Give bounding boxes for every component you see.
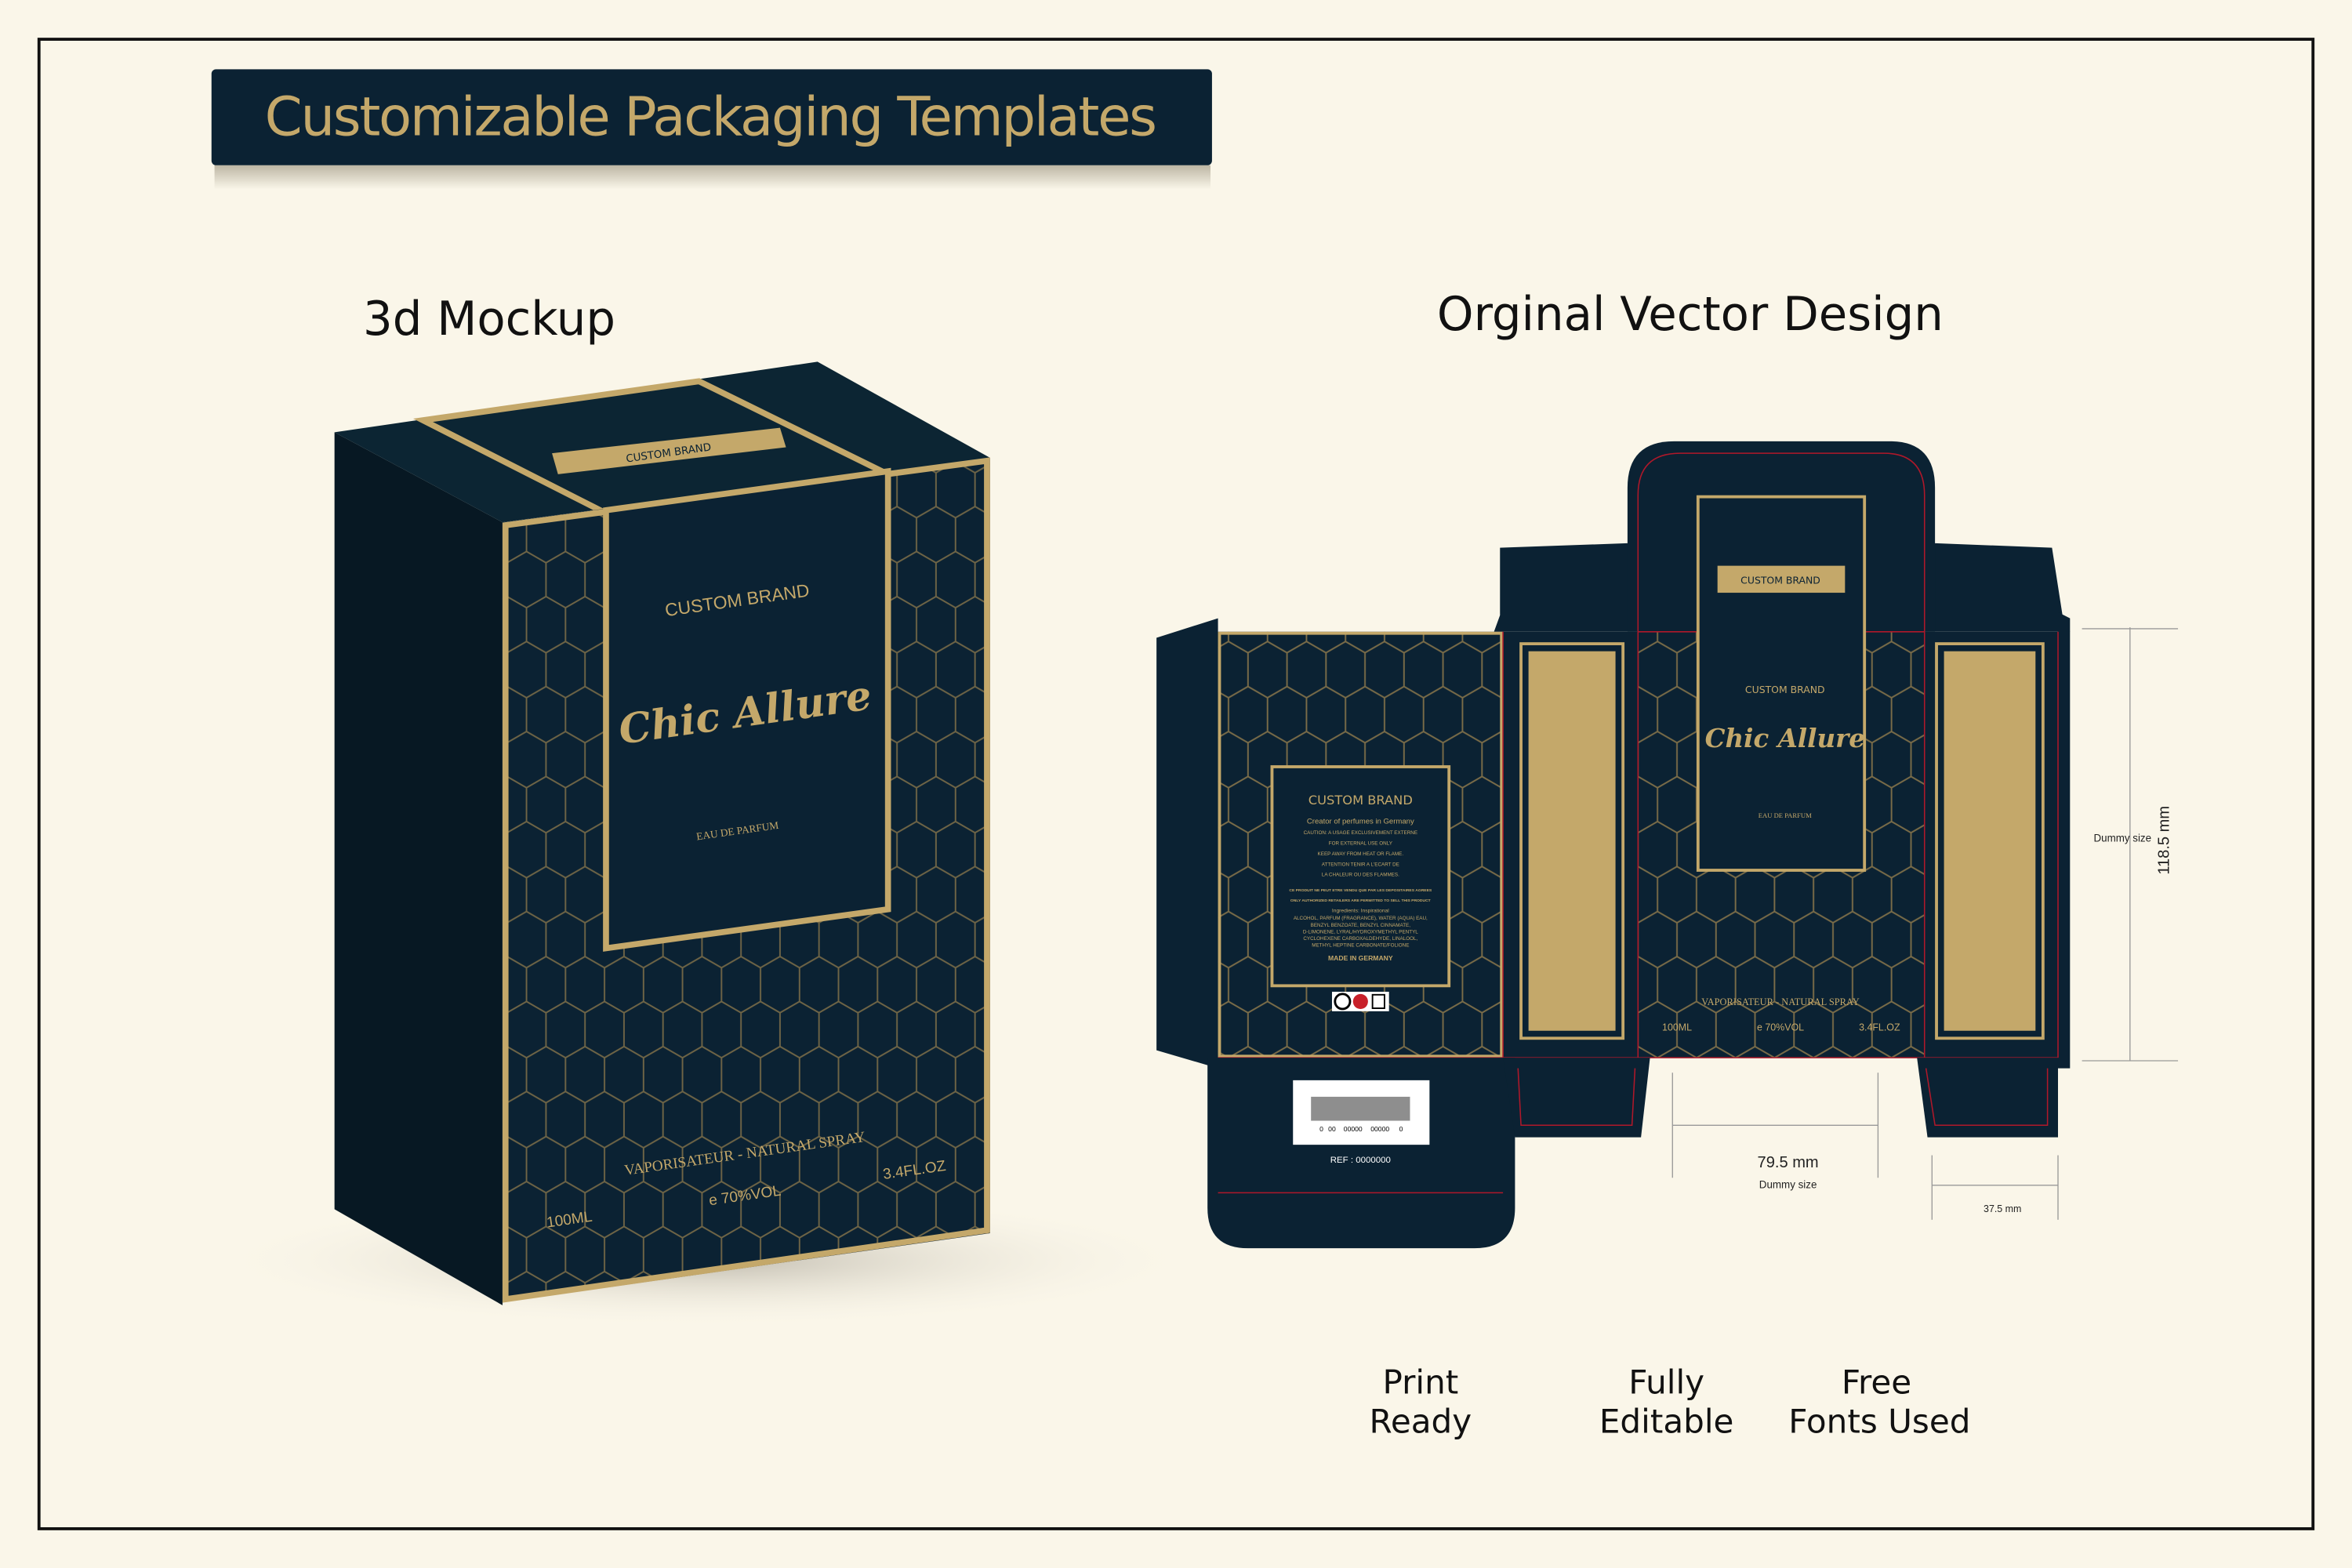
barcode-digit: 00000	[1370, 1125, 1389, 1133]
panel-spray: VAPORISATEUR - NATURAL SPRAY	[1701, 996, 1859, 1007]
panel-volume-ml: 100ML	[1662, 1022, 1692, 1033]
dust-flap-right	[1924, 543, 2071, 632]
back-line: LA CHALEUR OU DES FLAMMES.	[1322, 873, 1399, 878]
ingredients-line: D-LIMONENE, LYRAL/HYDROXYMETHYL PENTYL	[1303, 929, 1418, 935]
dieline: CUSTOM BRAND CUSTOM BRAND Chic Allure EA…	[1156, 441, 2071, 1249]
ingredients-title: Ingredients: Inspirational	[1332, 909, 1389, 914]
bottom-dust-flap-left	[1503, 1058, 1650, 1138]
box-mockup: CUSTOM BRAND CUSTOM BRAND Chic Allure EA…	[209, 361, 1200, 1328]
glue-flap	[1156, 618, 1218, 1069]
recycle-icon	[1334, 993, 1352, 1011]
barcode-digit: 00000	[1344, 1125, 1363, 1133]
box-left-face	[334, 432, 503, 1305]
label-product-name: Chic Allure	[1705, 723, 1865, 753]
back-label: CUSTOM BRAND Creator of perfumes in Germ…	[1270, 765, 1451, 988]
svg-text:Fully: Fully	[1628, 1363, 1704, 1402]
retail-line: ONLY AUTHORIZED RETAILERS ARE PERMITTED …	[1290, 898, 1431, 903]
dimensions	[1671, 627, 2179, 1220]
outer-frame	[37, 38, 2315, 1530]
title-banner: Customizable Packaging Templates	[211, 69, 1212, 190]
feature-print-ready: Print Ready	[1370, 1363, 1472, 1441]
depth-dimension: 37.5 mm	[1984, 1203, 2021, 1214]
vector-heading: Orginal Vector Design	[1437, 287, 1944, 341]
dieline-front-label	[1696, 495, 1867, 872]
back-tagline: Creator of perfumes in Germany	[1307, 818, 1414, 826]
back-line: CAUTION: A USAGE EXCLUSIVEMENT EXTERNE	[1304, 830, 1417, 836]
back-line: ATTENTION TENIR A L'ECART DE	[1322, 862, 1399, 867]
ingredients-line: CYCLOHEXENE CARBOXALDEHYDE, LINALOOL,	[1303, 936, 1417, 942]
label-type: EAU DE PARFUM	[1759, 811, 1812, 819]
ingredients-line: METHYL HEPTINE CARBONATE/FOLIONE	[1312, 943, 1409, 949]
back-line: FOR EXTERNAL USE ONLY	[1329, 840, 1393, 846]
bottom-flap	[1207, 1058, 1515, 1249]
width-dimension: 79.5 mm	[1758, 1154, 1819, 1171]
svg-text:Print: Print	[1382, 1363, 1458, 1402]
back-line: KEEP AWAY FROM HEAT OR FLAME.	[1318, 851, 1404, 857]
panel-volume-oz: 3.4FL.OZ	[1859, 1022, 1900, 1033]
feature-free-fonts: Free Fonts Used	[1788, 1363, 1970, 1441]
svg-text:Editable: Editable	[1599, 1402, 1734, 1440]
bin-icon	[1371, 993, 1385, 1009]
page-title: Customizable Packaging Templates	[265, 86, 1157, 149]
barcode-digit: 00	[1328, 1125, 1336, 1133]
barcode-digit: 0	[1319, 1125, 1323, 1133]
svg-text:Free: Free	[1842, 1363, 1911, 1402]
barcode-digit: 0	[1399, 1125, 1403, 1133]
dust-flap-left	[1494, 543, 1639, 632]
top-brand-plate	[552, 427, 786, 474]
height-dimension: 118.5 mm	[2156, 806, 2173, 875]
origin: MADE IN GERMANY	[1328, 954, 1393, 962]
width-note: Dummy size	[1759, 1179, 1817, 1191]
bottom-dust-flap-right	[1917, 1058, 2058, 1138]
svg-text:Ready: Ready	[1370, 1402, 1472, 1440]
flammable-icon	[1352, 993, 1368, 1009]
ingredients-line: ALCOHOL, PARFUM (FRAGRANCE), WATER (AQUA…	[1294, 916, 1428, 921]
barcode-ref: REF : 0000000	[1330, 1156, 1391, 1165]
front-label	[603, 467, 891, 952]
recycling-icons	[1331, 991, 1389, 1011]
ingredients-line: BENZYL BENZOATE, BENZYL CINNAMATE,	[1311, 923, 1411, 928]
feature-fully-editable: Fully Editable	[1599, 1363, 1734, 1441]
panel-alcohol: e 70%VOL	[1757, 1022, 1804, 1033]
retail-line: CE PRODUIT NE PEUT ETRE VENDU QUE PAR LE…	[1289, 888, 1432, 893]
tuck-brand: CUSTOM BRAND	[1740, 575, 1820, 586]
back-brand: CUSTOM BRAND	[1308, 793, 1413, 808]
height-note: Dummy size	[2093, 833, 2151, 844]
label-brand: CUSTOM BRAND	[1745, 684, 1825, 695]
svg-text:Fonts Used: Fonts Used	[1788, 1402, 1970, 1440]
barcode: 0 00 00000 00000 0 REF : 0000000	[1293, 1080, 1430, 1165]
mockup-heading: 3d Mockup	[363, 292, 615, 346]
